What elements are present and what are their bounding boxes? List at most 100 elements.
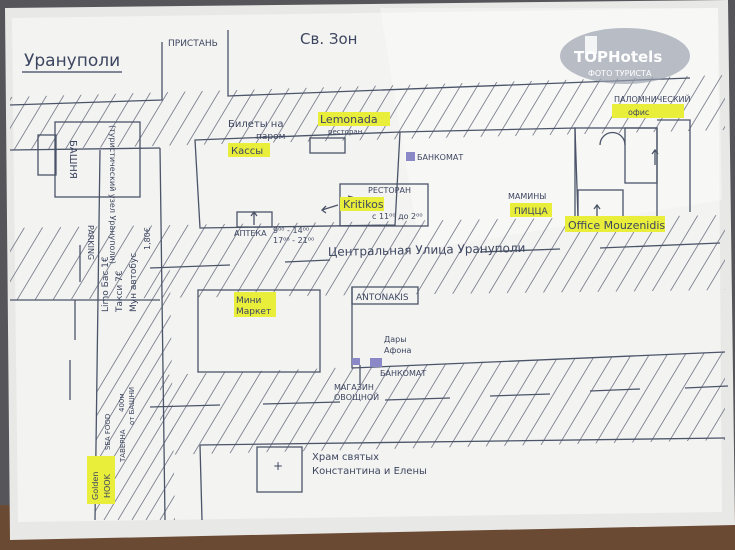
hatch-line (175, 215, 234, 300)
tower-note: (туристический узел Урануполи) (108, 125, 117, 264)
hatch-line (463, 215, 522, 300)
office-mouzenidis-label: Office Mouzenidis (568, 219, 665, 232)
hatch-line (121, 215, 180, 300)
kritikos-hours: с 11⁰⁰ до 2⁰⁰ (372, 212, 423, 221)
hatch-line (117, 40, 175, 520)
ferry-tickets-label-1: Билеты на (228, 119, 283, 130)
hatch-line (103, 215, 162, 300)
pilgrim-office-1: ПАЛОМНИЧЕСКИЙ (614, 93, 690, 104)
church-square (256, 446, 303, 493)
antonakis-box (351, 286, 419, 305)
golden-2: HOOK (103, 473, 112, 498)
highlights (87, 104, 684, 504)
main-street-label: Центральная Улица Урануполи (328, 241, 526, 259)
restaurant-label: РЕСТОРАН (368, 186, 411, 195)
pharmacy-hours-1: 9⁰⁰ - 14⁰⁰ (273, 226, 309, 235)
seafood-label: SEA FOOD (104, 414, 112, 450)
parking-label: PARKING (86, 225, 95, 260)
hatch-line (229, 215, 288, 300)
price-line-3: Мун автобус (129, 253, 139, 312)
ticket-block (194, 131, 401, 229)
watermark-sub: ФОТО ТУРИСТА (588, 69, 652, 78)
hatch-line (585, 352, 656, 455)
hatch-line (675, 352, 725, 455)
pier-label: ПРИСТАНЬ (168, 39, 218, 49)
grocery-2: ОВОЩНОЙ (334, 391, 379, 402)
church-cross: + (273, 459, 283, 473)
tower-block (54, 121, 141, 198)
paper-sheet (12, 8, 722, 522)
hatch-line (409, 215, 468, 300)
hotel-building-icon (585, 36, 597, 54)
atm-label-2: БАНКОМАТ (380, 369, 426, 378)
atm-label-1: БАНКОМАТ (417, 153, 463, 162)
golden-1: Golden (91, 472, 100, 500)
lemonada-sub: ресторан (328, 128, 362, 136)
hatch-line (625, 215, 684, 300)
hatch-line (639, 352, 710, 455)
hatch-line (657, 352, 725, 455)
minimarket-block (197, 289, 321, 373)
hatch-line (697, 215, 725, 300)
hatch-line (441, 352, 512, 455)
hatch-line (661, 215, 720, 300)
grocery-1: МАГАЗИН (334, 383, 374, 392)
kritikos-label: Kritikos (343, 198, 384, 211)
antonakis-label: ANTONAKIS (356, 293, 409, 303)
tower-label: БАШНЯ (67, 140, 78, 179)
pizza-label: ПИЦЦА (514, 207, 548, 217)
map-labels: Урануполи ПРИСТАНЬ Св. Зон БАШНЯ (турист… (22, 30, 690, 500)
distance-2: от БАШНИ (128, 387, 136, 425)
distance-1: 400м (118, 393, 126, 412)
hatch-line (211, 215, 270, 300)
hatch-line (603, 352, 674, 455)
hatch-line (427, 215, 486, 300)
church-2: Константина и Елены (312, 466, 427, 477)
hatch-line (549, 352, 620, 455)
price-line-2: Такси 7€ (115, 270, 125, 313)
hatch-line (103, 40, 175, 520)
hatch-line (95, 40, 175, 520)
gifts-1: Дары (384, 335, 407, 344)
hatch-line (95, 40, 175, 520)
tavern-label: ТАВЕРНА (119, 429, 127, 463)
hatch-line (405, 352, 476, 455)
hatch-line (679, 215, 725, 300)
pharmacy-hours-2: 17⁰⁰ - 21⁰⁰ (273, 236, 314, 245)
minimarket-2: Маркет (236, 307, 271, 317)
hatch-line (95, 40, 175, 520)
watermark-brand: TOPHotels (574, 48, 662, 66)
minimarket-1: Мини (236, 296, 261, 306)
hatch-line (193, 215, 252, 300)
hatch-line (567, 352, 638, 455)
church-1: Храм святых (312, 452, 379, 463)
lemonada-label: Lemonada (320, 113, 378, 126)
pilgrim-office-2: офис (628, 108, 649, 117)
hatch-line (139, 215, 198, 300)
gifts-2: Афона (384, 346, 411, 355)
street-dash-lines (69, 242, 729, 408)
hatch-line (157, 215, 216, 300)
mamma-label: МАМИНЫ (508, 192, 546, 201)
hatch-line (423, 352, 494, 455)
hatch-line (391, 215, 450, 300)
price-line-4: 1,80€ (143, 227, 152, 250)
ticket-office-label: Кассы (231, 146, 263, 157)
street-hatch-main (10, 215, 725, 300)
lemonada-box (309, 137, 346, 154)
pharmacy-label: АПТЕКА (234, 229, 267, 238)
hatch-line (621, 352, 692, 455)
hatch-line (95, 40, 175, 520)
hatch-line (499, 215, 558, 300)
map-title: Урануполи (24, 51, 120, 71)
ferry-tickets-label-2: паром (256, 132, 285, 142)
hatch-line (445, 215, 504, 300)
sea-label: Св. Зон (300, 30, 357, 48)
map-outlines (9, 30, 726, 521)
hatch-line (247, 215, 306, 300)
hatch-line (481, 215, 540, 300)
price-line-1: Limo Бас 1€ (101, 256, 111, 312)
tophotels-watermark: TOPHotels ФОТО ТУРИСТА (560, 28, 690, 84)
hatch-line (643, 215, 702, 300)
